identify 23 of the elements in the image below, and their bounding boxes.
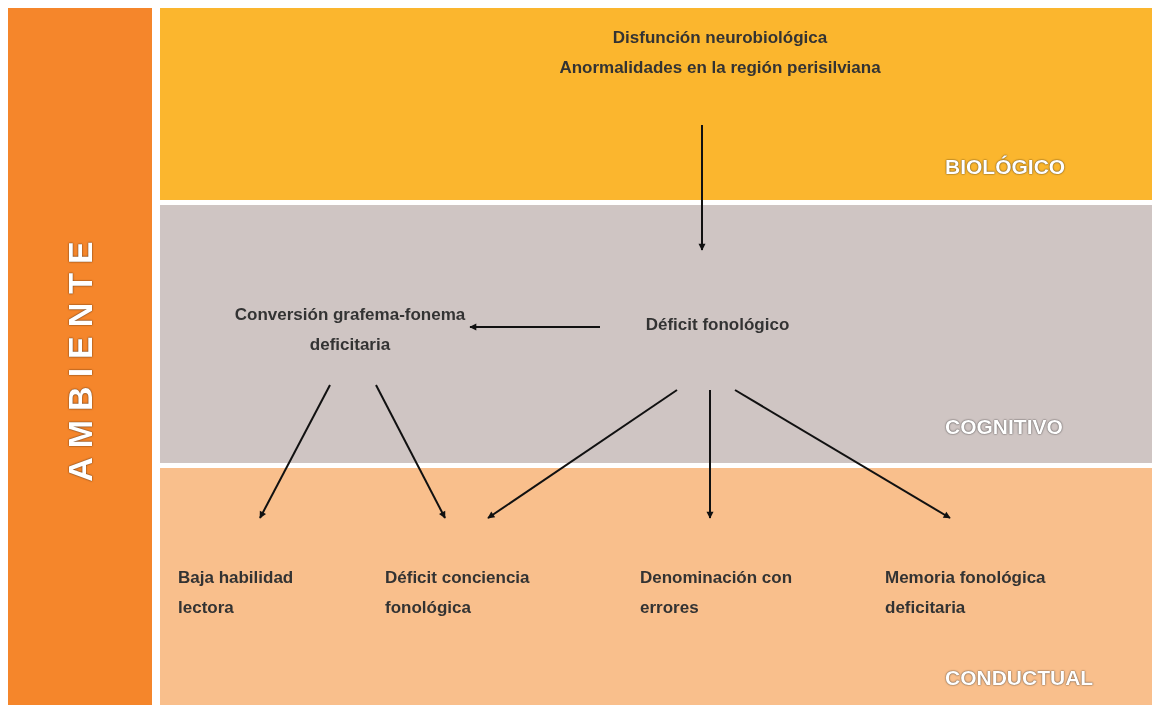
node-text: Baja habilidad lectora	[178, 567, 295, 619]
layer-label: CONDUCTUAL	[945, 666, 1094, 690]
arrow	[469, 323, 601, 331]
layer-band	[160, 205, 1152, 463]
node-text: Disfunción neurobiológica	[611, 27, 829, 49]
node-text: Memoria fonológica deficitaria	[885, 567, 1047, 619]
layer-label: COGNITIVO	[945, 415, 1063, 439]
node-text: Déficit fonológico	[644, 314, 791, 336]
arrow	[734, 389, 951, 519]
node-text: Déficit conciencia fonológica	[385, 567, 531, 619]
node-text: Denominación con errores	[640, 567, 794, 619]
node-text: Conversión grafema-fonema deficitaria	[233, 304, 467, 356]
arrow	[487, 389, 678, 519]
layer-band	[160, 468, 1152, 705]
layer-label: BIOLÓGICO	[945, 155, 1066, 179]
layer-band	[160, 8, 1152, 200]
arrow	[375, 384, 446, 519]
side-band	[8, 8, 152, 705]
arrow	[706, 389, 714, 519]
arrow	[259, 384, 331, 519]
node-text: Anormalidades en la región perisilviana	[558, 56, 882, 79]
layer-label: AMBIENTE	[60, 231, 100, 482]
arrow	[698, 124, 706, 251]
